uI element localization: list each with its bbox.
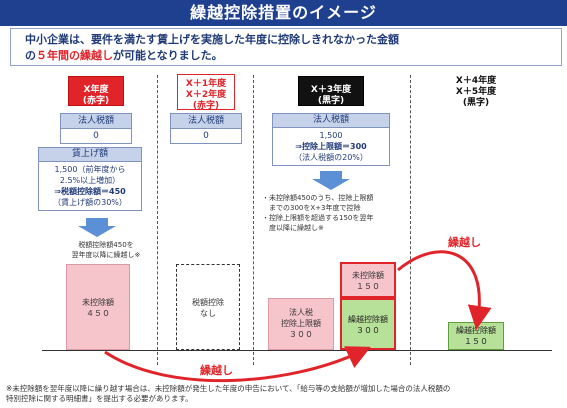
page-title: 繰越控除措置のイメージ xyxy=(0,0,567,26)
bar-x3-left-line3: ３００ xyxy=(289,330,313,339)
bar-x3-top-line1: 未控除額 xyxy=(352,271,384,280)
tax-box-x1: 法人税額 0 xyxy=(170,113,242,144)
bar-x4-line2: １５０ xyxy=(464,337,488,346)
x3-box-title: 法人税額 xyxy=(273,114,389,128)
header-x1-line1: X＋1年度 xyxy=(185,79,227,89)
header-x4-x5: X＋4年度 X＋5年度 (黒字) xyxy=(445,72,507,108)
tax-box-x-label: 法人税額 xyxy=(61,114,131,129)
header-x4-line1: X＋4年度 xyxy=(455,76,497,86)
note-carryover-x3: ・未控除額450のうち、控除上限額 までの300をX+3年度で控除 ・控除上限額… xyxy=(262,193,412,233)
bar-x3-bottom-line2: ３００ xyxy=(356,326,380,335)
note-x-line2: 翌年度以降に繰越し※ xyxy=(71,251,141,259)
tax-box-x1-value: 0 xyxy=(203,131,209,141)
header-x3-line2: (黒字) xyxy=(317,96,345,106)
footnote: ※未控除額を翌年度以降に繰り越す場合は、未控除額が発生した年度の申告において、「… xyxy=(6,384,562,404)
x3-tax-box: 法人税額 1,500 ⇒控除上限額＝300 （法人税額の20%） xyxy=(272,113,390,166)
wage-box-line4: （賃上げ額の30%） xyxy=(53,198,127,207)
note-x3-line4: 度以降に繰越し※ xyxy=(262,224,324,232)
wage-box-line1: 1,500（前年度から xyxy=(54,165,126,174)
header-x1-line3: (赤字) xyxy=(192,101,220,111)
intro-line2: の５年間の繰越しが可能となりました。 xyxy=(25,48,547,64)
bar-x3-left-line2: 控除上限額 xyxy=(281,319,321,328)
header-x1-line2: X＋2年度 xyxy=(185,90,227,100)
bar-x1-line2: なし xyxy=(200,309,216,318)
wage-box-line3: ⇒税額控除額＝450 xyxy=(54,187,126,196)
header-x4-line3: (黒字) xyxy=(462,98,490,108)
bar-x1-line1: 税額控除 xyxy=(192,298,224,307)
bar-x-line2: ４５０ xyxy=(86,309,110,318)
bar-uncredited-150: 未控除額 １５０ xyxy=(340,262,396,298)
carryover-label-lower: 繰越し xyxy=(200,364,233,377)
carryover-label-upper: 繰越し xyxy=(448,236,481,249)
x3-box-line2: ⇒控除上限額＝300 xyxy=(295,142,367,151)
header-x: X年度 (赤字) xyxy=(68,76,124,106)
header-x1-x2: X＋1年度 X＋2年度 (赤字) xyxy=(177,74,235,111)
bar-uncredited-450: 未控除額 ４５０ xyxy=(66,264,130,350)
intro-highlight: ５年間の繰越し xyxy=(36,49,113,62)
curved-arrow-lower xyxy=(104,346,371,383)
down-arrow-icon xyxy=(312,171,350,190)
header-x-line1: X年度 xyxy=(83,85,109,95)
footnote-line2: 特別控除に関する明細書」を提出する必要があります。 xyxy=(6,394,193,403)
header-x-line2: (赤字) xyxy=(82,96,110,106)
divider-1 xyxy=(157,75,158,365)
divider-3 xyxy=(410,75,411,365)
note-x-line1: 税額控除額450を xyxy=(78,241,134,249)
curved-arrow-upper xyxy=(397,250,492,330)
note-x3-line2: までの300をX+3年度で控除 xyxy=(262,204,361,212)
header-x3-line1: X＋3年度 xyxy=(310,85,352,95)
bar-no-credit: 税額控除 なし xyxy=(176,264,240,350)
down-arrow-icon xyxy=(78,218,116,237)
bar-x-line1: 未控除額 xyxy=(82,298,114,307)
bar-x3-bottom-line1: 繰越控除額 xyxy=(348,315,388,324)
wage-box-title: 賃上げ額 xyxy=(39,148,141,162)
wage-increase-box: 賃上げ額 1,500（前年度から 2.5%以上増加） ⇒税額控除額＝450 （賃… xyxy=(38,147,142,211)
x3-box-line3: （法人税額の20%） xyxy=(294,153,368,162)
note-x3-line3: ・控除上限額を超過する150を翌年 xyxy=(262,214,374,222)
tax-box-x-value: 0 xyxy=(93,131,99,141)
divider-2 xyxy=(253,75,254,365)
note-x3-line1: ・未控除額450のうち、控除上限額 xyxy=(262,194,374,202)
header-x4-line2: X＋5年度 xyxy=(455,87,497,97)
wage-box-line2: 2.5%以上増加） xyxy=(59,176,121,185)
x3-box-line1: 1,500 xyxy=(319,131,343,140)
tax-box-x: 法人税額 0 xyxy=(60,113,132,144)
tax-box-x1-label: 法人税額 xyxy=(171,114,241,129)
bar-tax-cap-300: 法人税 控除上限額 ３００ xyxy=(268,298,334,350)
bar-x3-top-line2: １５０ xyxy=(356,282,380,291)
bar-x4-line1: 繰越控除額 xyxy=(456,326,496,335)
note-carryover-x: 税額控除額450を 翌年度以降に繰越し※ xyxy=(58,240,154,260)
intro-text: 中小企業は、要件を満たす賃上げを実施した年度に控除しきれなかった金額 の５年間の… xyxy=(10,28,562,66)
header-x3: X＋3年度 (黒字) xyxy=(298,76,364,106)
intro-line1: 中小企業は、要件を満たす賃上げを実施した年度に控除しきれなかった金額 xyxy=(25,33,399,46)
baseline xyxy=(42,350,552,351)
intro-line2-pre: の xyxy=(25,49,36,62)
intro-line2-post: が可能となりました。 xyxy=(113,49,223,62)
bar-x3-left-line1: 法人税 xyxy=(289,308,313,317)
footnote-line1: ※未控除額を翌年度以降に繰り越す場合は、未控除額が発生した年度の申告において、「… xyxy=(6,384,451,393)
